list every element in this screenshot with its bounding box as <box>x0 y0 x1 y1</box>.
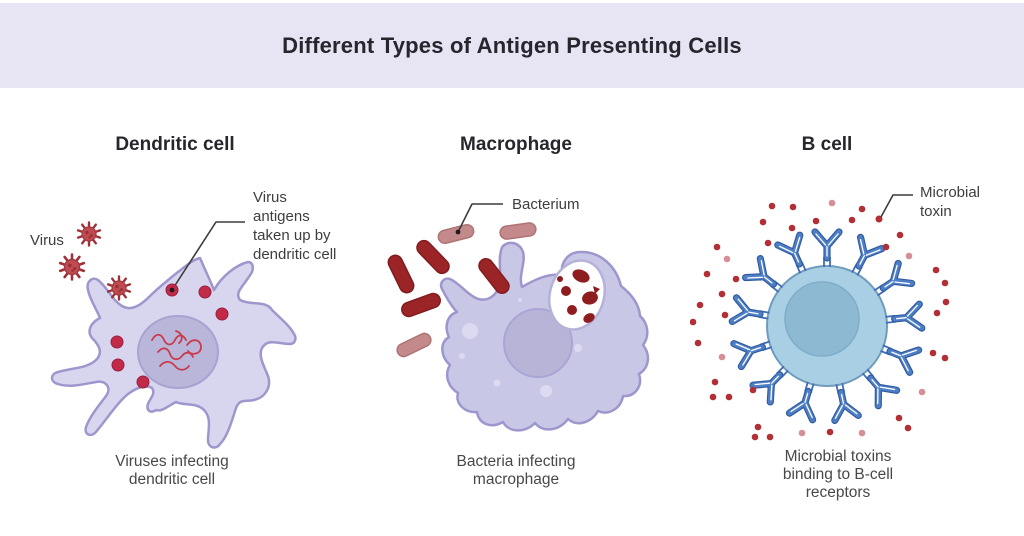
b-cell-caption: Microbial toxins binding to B-cell recep… <box>782 448 894 501</box>
bacterium-icon <box>385 252 417 296</box>
toxin-dots-light <box>718 199 926 437</box>
viral-rna-squiggles <box>151 330 202 371</box>
bacterium-icon <box>498 221 538 241</box>
header-band: Different Types of Antigen Presenting Ce… <box>0 3 1024 88</box>
diagram-title: Different Types of Antigen Presenting Ce… <box>282 32 742 58</box>
cytoplasm-bubbles <box>459 298 582 397</box>
pointer-line <box>457 203 503 233</box>
pointer-line <box>880 194 913 218</box>
macrophage-heading: Macrophage <box>460 134 572 155</box>
pointer-end-dot <box>169 287 175 293</box>
dendritic-nucleus <box>137 315 219 389</box>
bacterium-icon <box>394 330 434 360</box>
pointer-end-dot <box>455 229 461 235</box>
virus-icon <box>58 253 86 281</box>
b-cell-illustration <box>690 194 950 441</box>
digested-bacteria-fragments <box>557 269 600 323</box>
panel-macrophage: Macrophage Bacterium Bacteria infecting … <box>360 128 680 524</box>
virus-label: Virus <box>30 232 64 249</box>
bacterium-icon <box>399 290 443 320</box>
antibody-icon <box>828 381 859 420</box>
antibody-icon <box>815 232 839 267</box>
b-cell-heading: B cell <box>801 134 853 155</box>
b-cell-nucleus <box>784 281 860 357</box>
pointer-line <box>171 221 245 291</box>
antibody-icon <box>884 304 921 332</box>
dendritic-caption: Viruses infecting dendritic cell <box>115 453 229 488</box>
virus-icon <box>76 221 102 247</box>
macrophage-caption: Bacteria infecting macrophage <box>456 453 576 488</box>
phagosome-vesicle <box>548 259 606 331</box>
dendritic-cell-illustration <box>50 221 297 449</box>
toxin-dots-dark <box>690 202 950 441</box>
macrophage-nucleus <box>503 308 573 378</box>
antibody-icon <box>732 298 771 328</box>
bacterium-icon <box>436 222 476 246</box>
bacterium-label: Bacterium <box>512 196 580 213</box>
virus-antigens-label: Virus antigens taken up by dendritic cel… <box>253 189 337 263</box>
panel-b-cell: B cell Microbial toxin Microbial toxins … <box>690 128 1024 524</box>
antigen-dots <box>110 283 229 389</box>
microbial-toxin-label: Microbial toxin <box>920 184 981 220</box>
panel-dendritic-cell: Dendritic cell Virus Virus antigens take… <box>20 128 350 524</box>
macrophage-illustration <box>385 203 650 432</box>
dendritic-cell-heading: Dendritic cell <box>115 134 235 155</box>
